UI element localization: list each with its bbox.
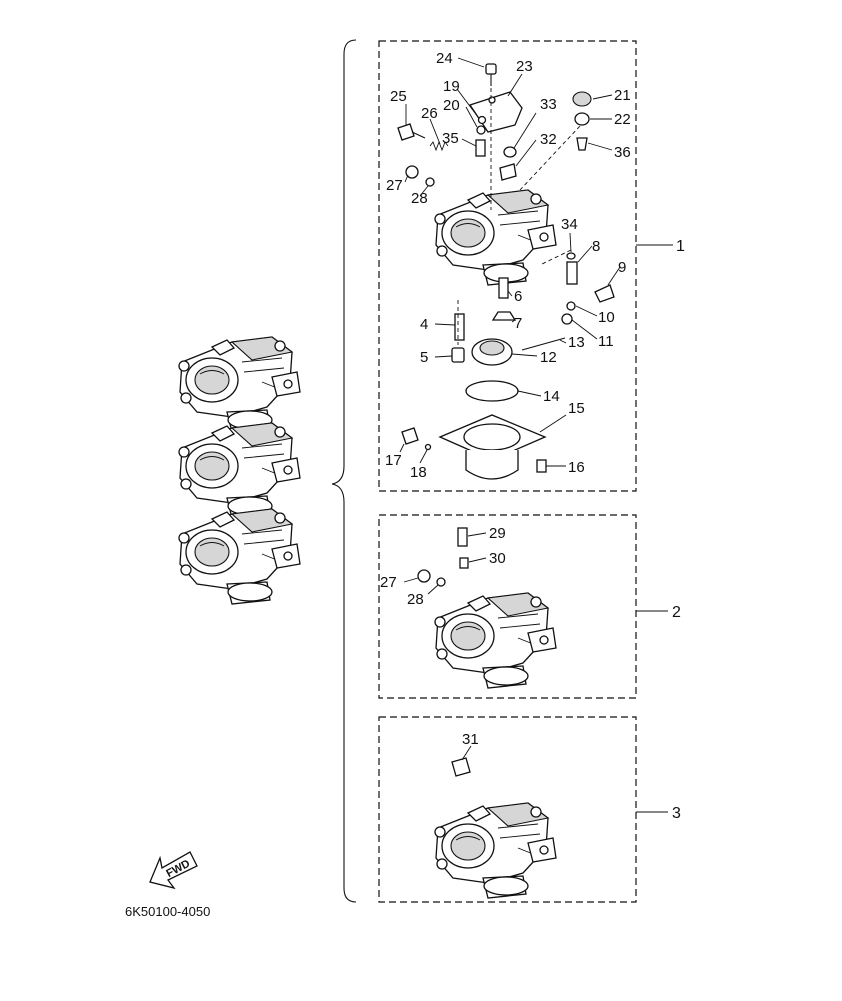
- callout-27: 27: [386, 177, 403, 194]
- callout-29: 29: [489, 525, 506, 542]
- assembly-box-1: [378, 40, 637, 492]
- assembly-1-callouts: 24 23 19 20 33 32 21 22 36 25 26 35 27 2…: [385, 50, 631, 481]
- assembly-1-leaders: [399, 57, 621, 467]
- assembly-2-leaders: [403, 532, 487, 595]
- callout-20: 20: [443, 97, 460, 114]
- callout-19: 19: [443, 78, 460, 95]
- callout-36: 36: [614, 144, 631, 161]
- callout-25: 25: [390, 88, 407, 105]
- assembly-3-label: 3: [636, 805, 681, 822]
- fwd-arrow-icon: FWD: [149, 851, 198, 890]
- callout-16: 16: [568, 459, 585, 476]
- callout-23: 23: [516, 58, 533, 75]
- assembly-1-label: 1: [636, 238, 685, 255]
- stacked-carburetors-illustration: [178, 336, 301, 605]
- assembly-3-leaders: [461, 745, 472, 761]
- callout-14: 14: [543, 388, 560, 405]
- callout-15: 15: [568, 400, 585, 417]
- callout-11: 11: [598, 333, 614, 350]
- callout-6: 6: [514, 288, 522, 305]
- callout-18: 18: [410, 464, 427, 481]
- callout-28b: 28: [407, 591, 424, 608]
- callout-4: 4: [420, 316, 428, 333]
- callout-22: 22: [614, 111, 631, 128]
- callout-8: 8: [592, 238, 600, 255]
- assembly-2-number: 2: [672, 604, 681, 621]
- assembly-3-parts: [434, 757, 557, 899]
- callout-30: 30: [489, 550, 506, 567]
- callout-32: 32: [540, 131, 557, 148]
- assembly-2-label: 2: [636, 604, 681, 621]
- assembly-1-parts: [397, 63, 615, 480]
- assembly-2-callouts: 29 30 27 28: [380, 525, 506, 608]
- callout-13: 13: [568, 334, 585, 351]
- group-brace: [331, 39, 357, 903]
- callout-34: 34: [561, 216, 578, 233]
- callout-7: 7: [514, 315, 522, 332]
- callout-26: 26: [421, 105, 438, 122]
- assembly-3-number: 3: [672, 805, 681, 822]
- callout-31: 31: [462, 731, 479, 748]
- fwd-label: FWD: [164, 858, 192, 880]
- callout-9: 9: [618, 259, 626, 276]
- callout-24: 24: [436, 50, 453, 67]
- callout-17: 17: [385, 452, 402, 469]
- callout-5: 5: [420, 349, 428, 366]
- callout-35: 35: [442, 130, 459, 147]
- part-code: 6K50100-4050: [125, 904, 210, 919]
- callout-12: 12: [540, 349, 557, 366]
- assembly-3-callouts: 31: [462, 731, 479, 748]
- callout-10: 10: [598, 309, 615, 326]
- assembly-2-parts: [417, 527, 557, 689]
- assembly-1-number: 1: [676, 238, 685, 255]
- callout-21: 21: [614, 87, 631, 104]
- callout-33: 33: [540, 96, 557, 113]
- callout-27b: 27: [380, 574, 397, 591]
- callout-28: 28: [411, 190, 428, 207]
